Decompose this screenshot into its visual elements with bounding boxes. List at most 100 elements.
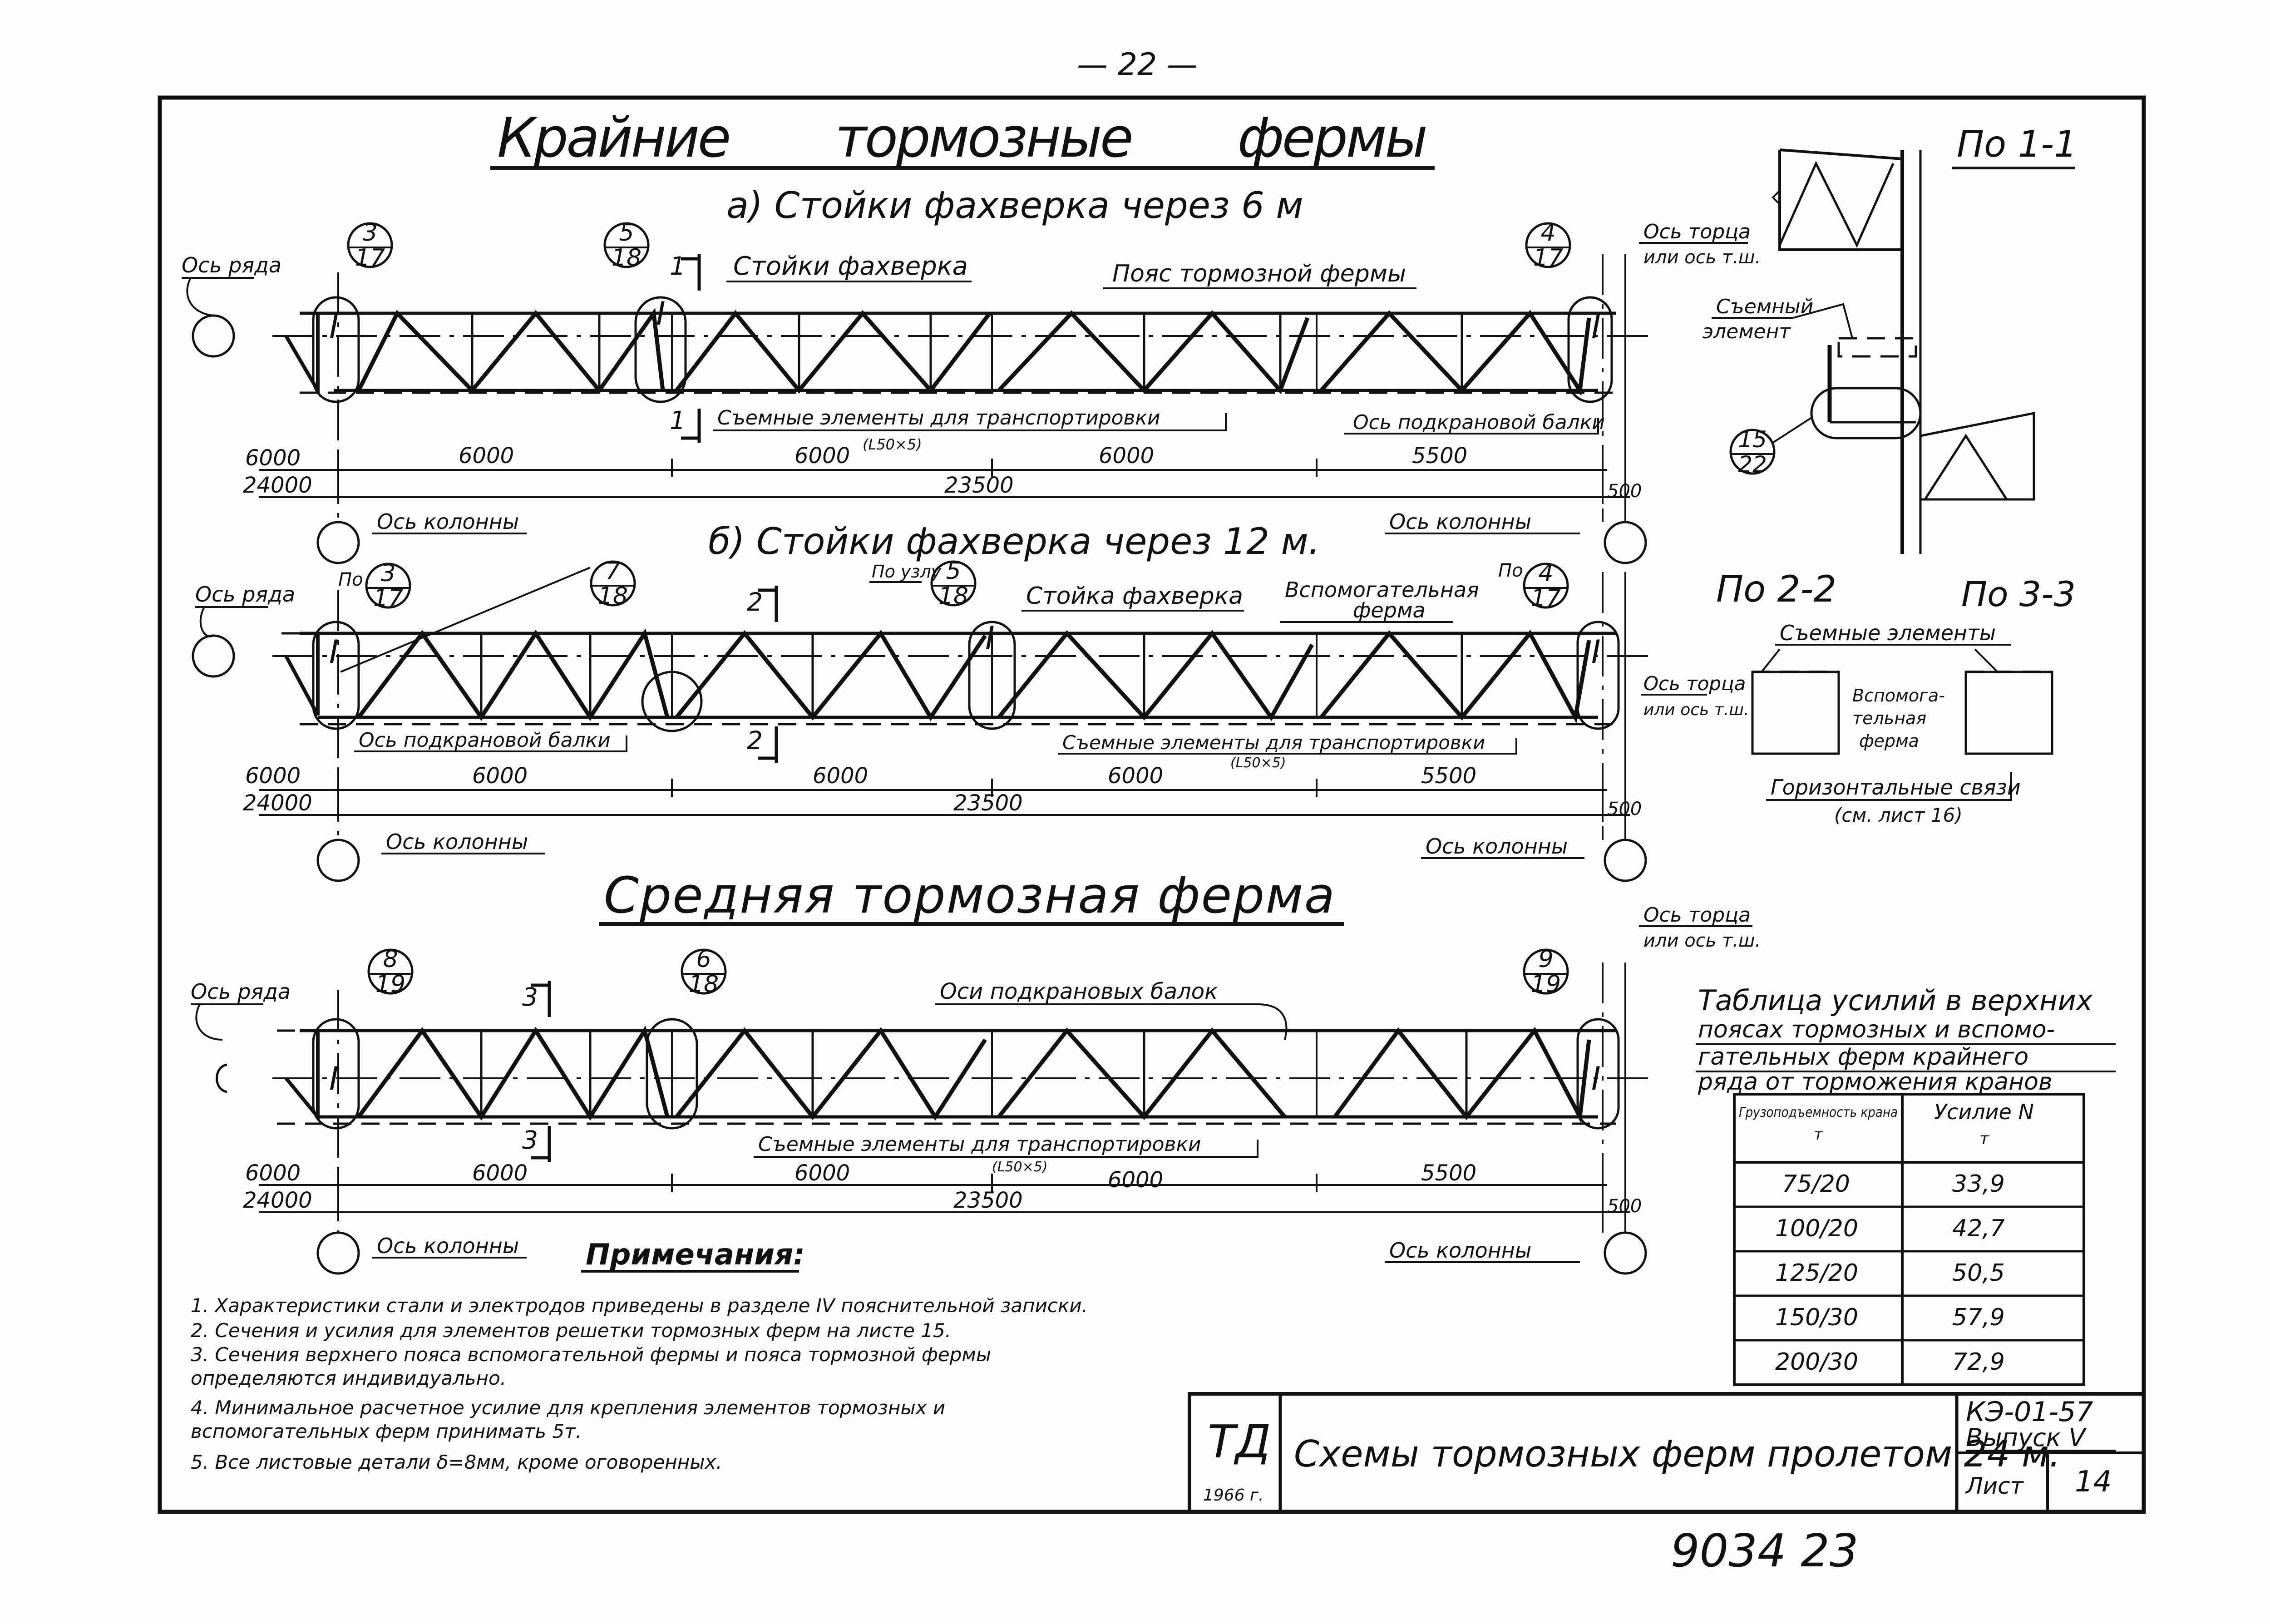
section-c-axis-column-right-text: Ось колонны bbox=[1389, 1238, 1531, 1263]
section-c-axis-end-text: Ось торца bbox=[1643, 903, 1751, 927]
section-b-section-mark-text: 2 bbox=[747, 587, 763, 617]
section-b-axis-column-left-text: Ось колонны bbox=[386, 829, 528, 854]
section-b-title: б) Стойки фахверка через 12 м. bbox=[708, 520, 1320, 563]
title-block-sheet-label-text: Лист bbox=[1965, 1473, 2024, 1499]
section-a-dim-end-text: 500 bbox=[1607, 481, 1642, 502]
section-b-po-text: По bbox=[338, 569, 363, 590]
force-table-head-col1-text: Грузоподъемность крана bbox=[1739, 1105, 1898, 1121]
detail-1-label-removable-2-text: элемент bbox=[1702, 320, 1791, 343]
section-c-dims-3-text: 5500 bbox=[1421, 1160, 1476, 1186]
section-a-label-crane-beam-text: Ось подкрановой балки bbox=[1353, 411, 1605, 434]
section-b-label-crane-beam-text: Ось подкрановой балки bbox=[359, 729, 611, 752]
section-b-po-uzlu-text: По узлу bbox=[872, 562, 942, 582]
section-a-axis-column-right-text: Ось колонны bbox=[1389, 509, 1531, 534]
section-b-dims-1-text: 6000 bbox=[813, 763, 868, 789]
section-a-section-mark-text: 1 bbox=[670, 406, 686, 435]
notes-items-0-text: 1. Характеристики стали и электродов при… bbox=[191, 1294, 1088, 1317]
force-table-title-lines-0-text: Таблица усилий в верхних bbox=[1698, 984, 2093, 1017]
section-a-dim-left-top-text: 6000 bbox=[245, 445, 301, 471]
section-c-axis-end-2-text: или ось т.ш. bbox=[1643, 930, 1761, 951]
section-c-dim-left-top-text: 6000 bbox=[245, 1160, 301, 1186]
section-a-node-right-top-text: 4 bbox=[1540, 219, 1555, 247]
svg-text:I: I bbox=[656, 295, 666, 332]
section-b-section-mark-text: 2 bbox=[747, 726, 763, 755]
section-b-dim-total-text: 23500 bbox=[953, 790, 1023, 816]
force-table-title-lines-2-text: гательных ферм крайнего bbox=[1698, 1043, 2028, 1071]
notes-items-4-text: 4. Минимальное расчетное усилие для креп… bbox=[191, 1397, 945, 1419]
section-b-node-left-top-text: 3 bbox=[380, 560, 395, 587]
section-c-label-removable-text: Съемные элементы для транспортировки bbox=[758, 1133, 1201, 1156]
force-table-rows-1-force-text: 42,7 bbox=[1952, 1215, 2005, 1242]
section-a-node-left-top-text: 3 bbox=[362, 219, 377, 247]
section-b-axis-end-2-text: или ось т.ш. bbox=[1643, 701, 1749, 719]
section-c-node-mid-top-text: 6 bbox=[696, 946, 711, 973]
section-b-dims-2-text: 6000 bbox=[1108, 763, 1163, 789]
section-b-dims-0-text: 6000 bbox=[472, 763, 528, 789]
section-c-section-mark-text: 3 bbox=[522, 1125, 538, 1155]
detail-shared-label-horizontal-text: Горизонтальные связи bbox=[1771, 775, 2021, 800]
section-a-label-removable-text: Съемные элементы для транспортировки bbox=[717, 406, 1160, 429]
section-b-dim-end-text: 500 bbox=[1607, 799, 1642, 819]
notes-items-5-text: вспомогательных ферм принимать 5т. bbox=[191, 1420, 582, 1442]
section-a-axis-column-left-text: Ось колонны bbox=[377, 509, 519, 534]
detail-2-axis-end-text: Ось торца bbox=[1643, 672, 1746, 695]
section-a: а) Стойки фахверка через 6 м I I I bbox=[182, 184, 1761, 564]
detail-2-2-3-3: По 2-2 По 3-3 Съемные элементы Вспомога-… bbox=[1643, 568, 2076, 826]
force-table-head-col1-unit-text: т bbox=[1814, 1125, 1823, 1144]
section-b-node-mid-bottom-text: 18 bbox=[938, 582, 968, 610]
section-b-dims-3-text: 5500 bbox=[1421, 763, 1476, 789]
section-b-node-mid-top-text: 5 bbox=[946, 558, 961, 585]
title-block-code-text: КЭ-01-57 bbox=[1966, 1396, 2093, 1428]
title-block-logo-text: ТД bbox=[1208, 1415, 1271, 1468]
detail-1-node-bottom-text: 22 bbox=[1738, 451, 1767, 478]
detail-2-label-aux-3-text: ферма bbox=[1859, 731, 1919, 751]
section-c-node-right-bottom-text: 19 bbox=[1531, 971, 1561, 998]
sheet-frame bbox=[158, 95, 2146, 1514]
section-b-dim-left-top-text: 6000 bbox=[245, 763, 301, 789]
force-table-rows-4-force-text: 72,9 bbox=[1952, 1348, 2005, 1376]
force-table-rows-2-capacity-text: 125/20 bbox=[1775, 1259, 1858, 1287]
section-c-dim-end-text: 500 bbox=[1607, 1196, 1642, 1217]
section-c-axis-row-text: Ось ряда bbox=[191, 979, 291, 1004]
section-a-axis-end-2-text: или ось т.ш. bbox=[1643, 247, 1761, 268]
section-c-dim-left-bottom-text: 24000 bbox=[243, 1188, 312, 1213]
section-c-label-beams-text: Оси подкрановых балок bbox=[940, 979, 1218, 1004]
section-c: I I 8 19 6 18 9 19 3 3 Ось ряда Оси подк… bbox=[191, 903, 1761, 1275]
section-b-label-post-text: Стойка фахверка bbox=[1026, 582, 1243, 610]
page-number: — 22 — bbox=[1077, 47, 1198, 83]
detail-1-node-top-text: 15 bbox=[1738, 426, 1767, 453]
section-b-label-angle-text: (L50×5) bbox=[1230, 755, 1286, 771]
svg-text:I: I bbox=[329, 1060, 339, 1097]
section-c-dims-0-text: 6000 bbox=[472, 1160, 528, 1186]
title-block: ТД 1966 г. Схемы тормозных ферм пролетом… bbox=[1188, 1392, 2146, 1514]
section-b-node-2-bottom-text: 18 bbox=[598, 582, 628, 610]
force-table: Таблица усилий в верхних поясах тормозны… bbox=[1696, 984, 2116, 1386]
section-b-label-aux-2-text: ферма bbox=[1353, 598, 1426, 622]
section-c-dim-total-text: 23500 bbox=[953, 1188, 1023, 1213]
section-a-label-angle-text: (L50×5) bbox=[863, 436, 922, 453]
title-block-issue-text: Выпуск V bbox=[1966, 1423, 2087, 1452]
section-a-label-chord-text: Пояс тормозной фермы bbox=[1112, 260, 1406, 287]
svg-text:I: I bbox=[329, 633, 339, 671]
notes-items-2-text: 3. Сечения верхнего пояса вспомогательно… bbox=[191, 1343, 991, 1366]
section-a-dims-1-text: 6000 bbox=[794, 443, 850, 469]
section-c-node-right-top-text: 9 bbox=[1538, 946, 1553, 973]
section-c-label-angle-text: (L50×5) bbox=[992, 1159, 1048, 1175]
section-a-dims-3-text: 5500 bbox=[1412, 443, 1467, 469]
section-a-section-mark-text: 1 bbox=[670, 252, 686, 281]
section-b-axis-row-text: Ось ряда bbox=[195, 582, 295, 607]
detail-1-title-text: По 1-1 bbox=[1957, 123, 2077, 165]
force-table-title-lines-1-text: поясах тормозных и вспомо- bbox=[1698, 1016, 2055, 1043]
force-table-head-col2-text: Усилие N bbox=[1934, 1100, 2034, 1124]
force-table-title-lines-3-text: ряда от торможения кранов bbox=[1698, 1068, 2053, 1096]
section-b-node-right-bottom-text: 17 bbox=[1531, 585, 1561, 612]
section-c-section-mark-text: 3 bbox=[522, 982, 538, 1012]
notes-items-6-text: 5. Все листовые детали δ=8мм, кроме огов… bbox=[191, 1451, 722, 1473]
section-a-axis-end-text: Ось торца bbox=[1643, 220, 1751, 243]
section-c-dims-1-text: 6000 bbox=[794, 1160, 850, 1186]
title-block-sheet-number-text: 14 bbox=[2075, 1465, 2112, 1499]
detail-1-label-removable-1-text: Съемный bbox=[1716, 295, 1813, 318]
force-table-head-col2-unit-text: т bbox=[1979, 1130, 1989, 1148]
svg-text:I: I bbox=[1591, 309, 1601, 346]
section-a-dim-left-bottom-text: 24000 bbox=[243, 473, 312, 498]
